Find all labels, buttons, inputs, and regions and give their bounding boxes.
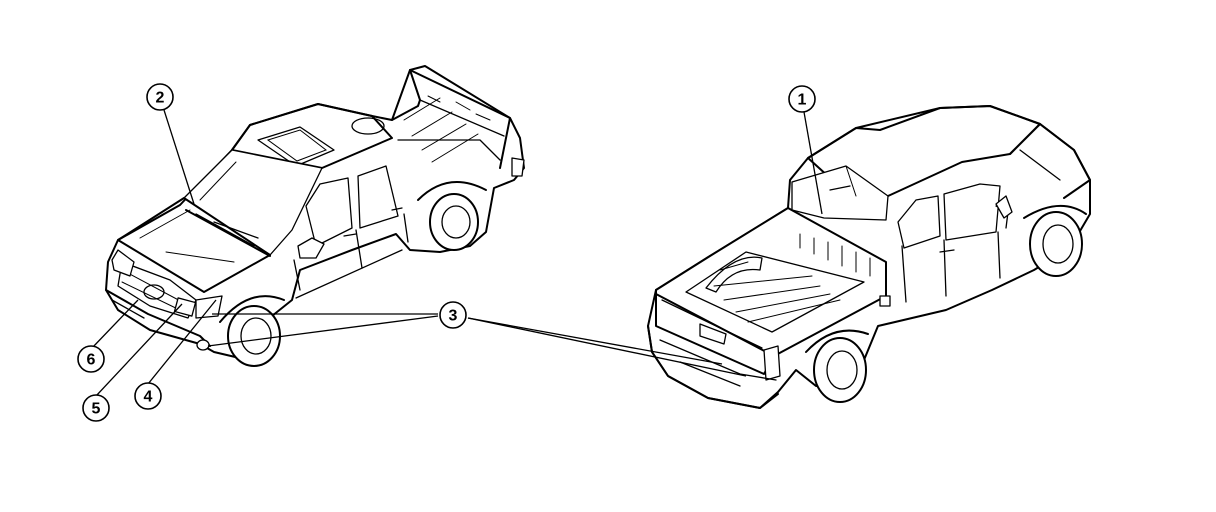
callout-4: 4: [134, 382, 162, 410]
callout-5: 5: [82, 394, 110, 422]
callout-5-label: 5: [92, 401, 101, 418]
callout-6-label: 6: [87, 352, 96, 369]
leader-lines: [91, 109, 823, 397]
truck-front-view: [105, 65, 525, 367]
truck-rear-view: [647, 105, 1091, 409]
callout-1: 1: [788, 85, 816, 113]
callout-4-label: 4: [144, 389, 153, 406]
callout-2-label: 2: [156, 90, 165, 107]
callout-3-label: 3: [449, 308, 458, 325]
callout-3: 3: [439, 301, 467, 329]
callout-1-label: 1: [798, 92, 807, 109]
callout-2: 2: [146, 83, 174, 111]
callout-6: 6: [77, 345, 105, 373]
